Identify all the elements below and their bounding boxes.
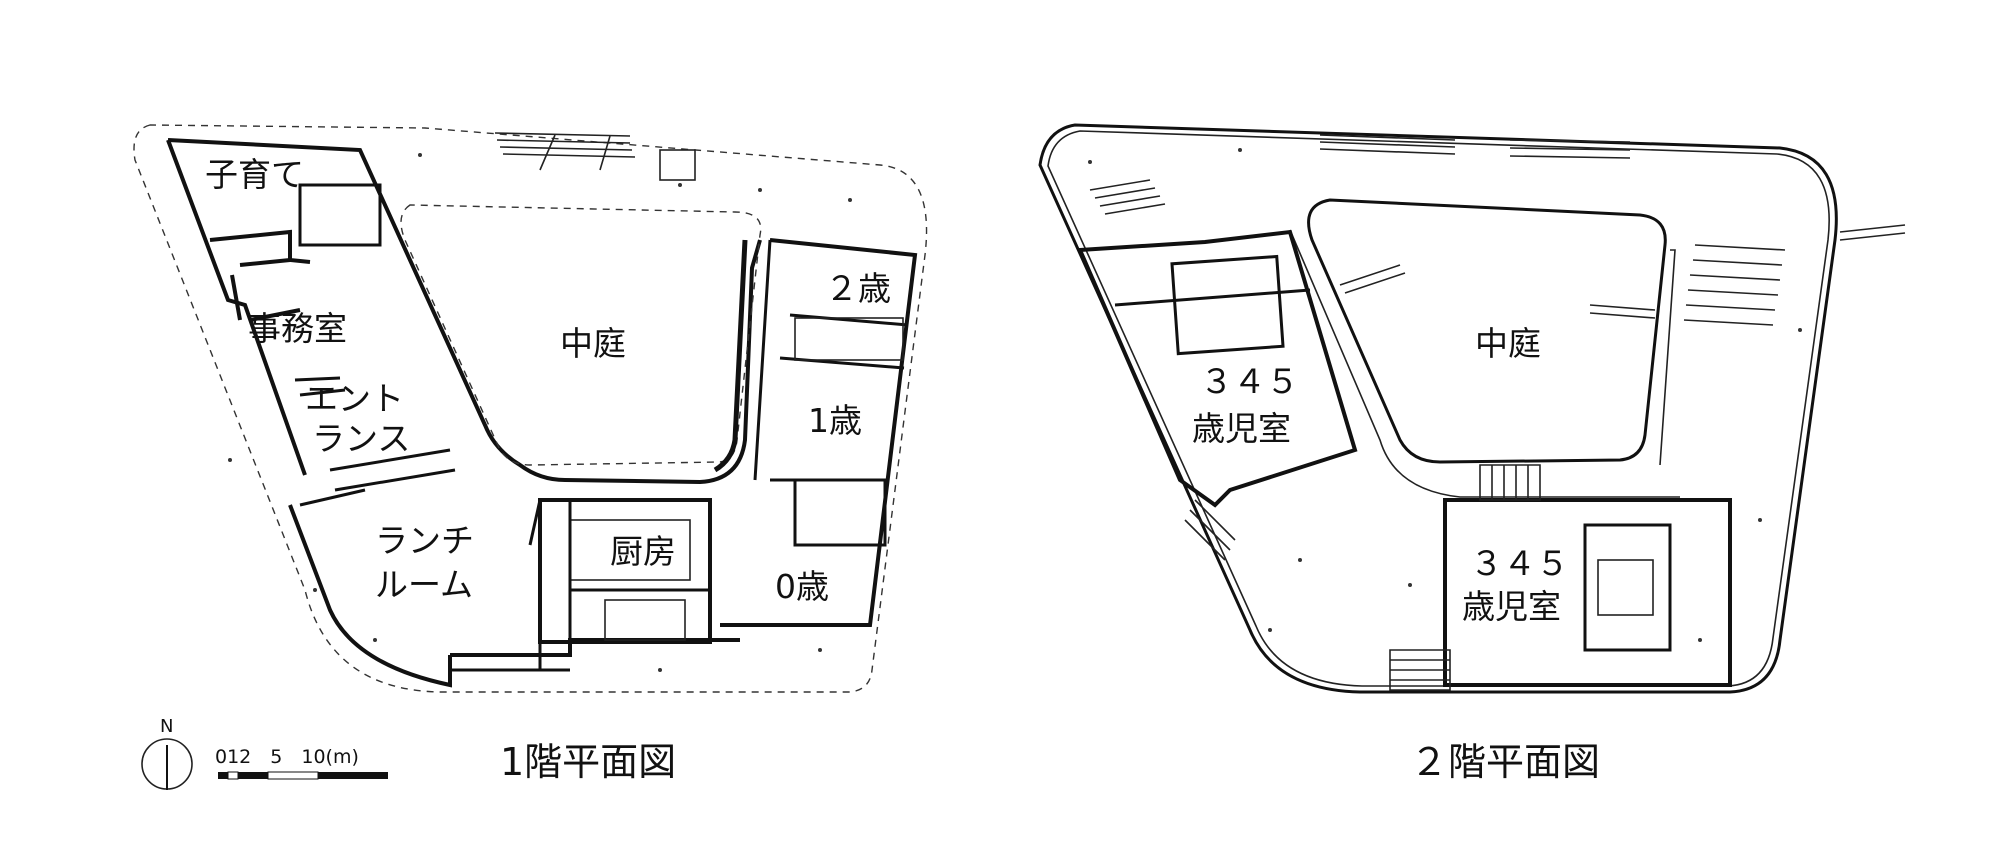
floor2-room-b-wc (1583, 523, 1672, 652)
floor1-plan: 子育て 事務室 エント ランス 中庭 ２歳 1歳 ランチ ルーム 厨房 0歳 1… (133, 124, 928, 784)
floor1-courtyard-edge (713, 239, 748, 473)
floor2-dots (1088, 148, 1802, 642)
floor1-east-wing (720, 238, 918, 627)
floor2-stairs (1089, 134, 1906, 691)
floor2-outer-wall (1038, 123, 1838, 694)
floor1-room-age2: ２歳 (825, 269, 891, 308)
floor1-lunch-partition (299, 488, 542, 546)
floor1-room-lunch-line1: ランチ (375, 521, 474, 560)
floor1-lunch-wall (288, 504, 452, 688)
floor1-site-boundary (133, 124, 928, 693)
floor1-courtyard-outline (400, 204, 762, 466)
floor2-room-a-divider (1114, 288, 1311, 307)
floor2-room-a-line2: 歳児室 (1192, 409, 1291, 448)
floor1-dots (228, 153, 852, 672)
floor1-room-age1: 1歳 (808, 401, 862, 440)
floor2-room-b-line1: ３４５ (1470, 544, 1569, 583)
floor2-room-nakaniwa: 中庭 (1475, 324, 1541, 363)
floor1-room-age0: 0歳 (775, 567, 829, 606)
north-arrow-label: N (160, 716, 173, 737)
floor2-courtyard (1307, 198, 1667, 464)
floor2-plan: 中庭 ３４５ 歳児室 ３４５ 歳児室 ２階平面図 (1038, 123, 1906, 784)
floor1-room-lunch-line2: ルーム (375, 565, 473, 604)
scale-bar-ticks: 012 5 10(m) (215, 746, 359, 768)
floor1-room-jimushitsu: 事務室 (248, 309, 347, 348)
floor1-room-chubo: 厨房 (610, 532, 676, 571)
floor1-office-walls (209, 229, 311, 322)
floor1-room-entrance-line2: ランス (312, 419, 410, 458)
floor2-title: ２階平面図 (1410, 740, 1600, 784)
floor1-room-nakaniwa: 中庭 (560, 324, 626, 363)
floor1-wc-block-2 (793, 478, 887, 547)
floor2-corridor-curve (1289, 229, 1680, 498)
floor1-age2-divider (789, 313, 909, 327)
floor1-stairs (494, 132, 696, 181)
floor1-entrance-wall (294, 376, 456, 492)
scale-bar: 012 5 10(m) (215, 746, 388, 780)
floor2-courtyard-bridges (1339, 264, 1656, 319)
floor1-east-wing-inner (753, 239, 772, 481)
floor2-outer-wall-inner (1047, 130, 1830, 687)
floor2-room-b-wc-inner (1597, 559, 1654, 616)
floor1-title: 1階平面図 (500, 740, 676, 784)
floor1-service-rooms (604, 599, 686, 641)
floor1-wc-block (794, 317, 904, 361)
floor2-room-a-wc (1170, 254, 1285, 356)
floor2-room-b-line2: 歳児室 (1462, 587, 1561, 626)
floor1-wc-north (298, 183, 382, 247)
floor2-room-b-walls (1443, 498, 1732, 687)
floor1-outer-wall (167, 138, 762, 485)
floor1-kitchen-wall (538, 498, 712, 644)
north-arrow: N (141, 716, 193, 790)
floor1-room-entrance-line1: エント (305, 379, 404, 418)
floor2-room-a-walls (1077, 229, 1358, 508)
floor1-room-kosodate: 子育て (205, 155, 304, 194)
floor2-room-a-line1: ３４５ (1200, 362, 1299, 401)
